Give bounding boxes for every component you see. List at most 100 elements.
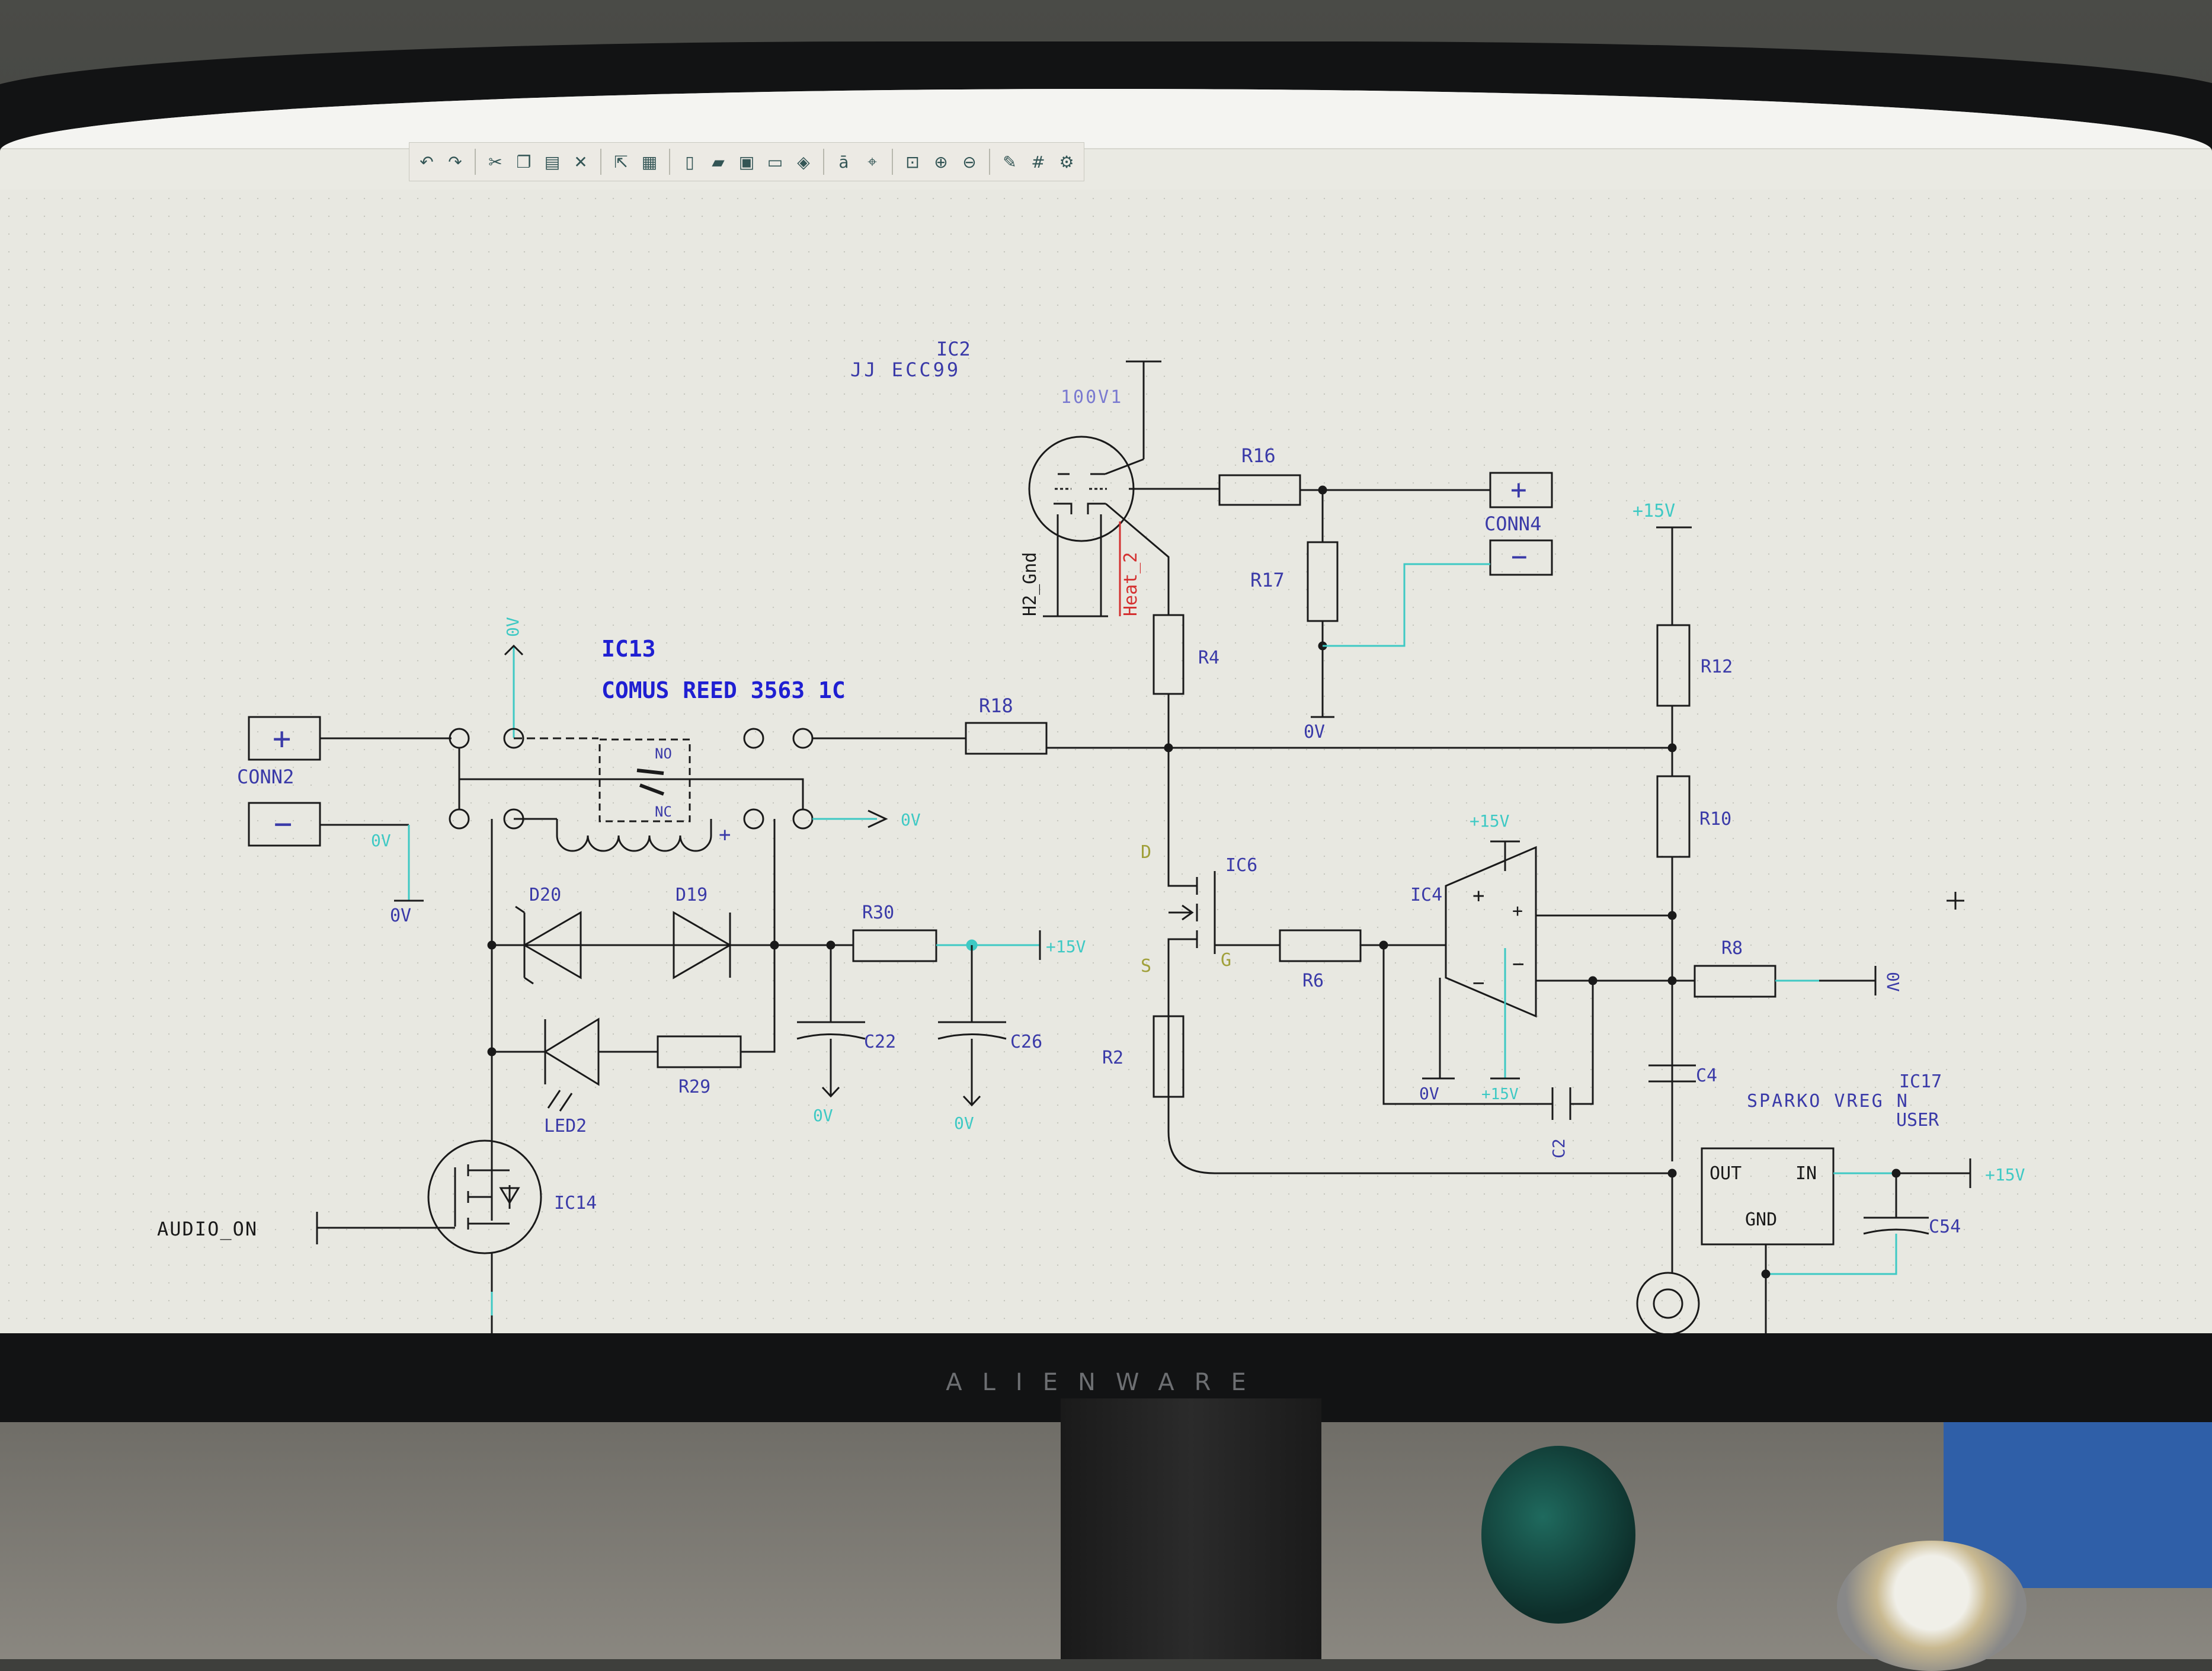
conn2-minus-sign: − [274, 806, 292, 842]
open-icon[interactable]: ▰ [712, 152, 725, 172]
label-100v1: 100V1 [1061, 387, 1123, 408]
grid-icon[interactable]: # [1031, 152, 1045, 172]
conn4-minus[interactable] [1489, 539, 1553, 576]
conn4-plus-sign: + [1510, 473, 1527, 505]
delete-icon[interactable]: ✕ [574, 152, 588, 172]
ic14-label: IC14 [554, 1193, 597, 1214]
net-c54-gnd [1766, 1234, 1897, 1275]
junction-led [487, 1047, 497, 1057]
ic17-body [1701, 1147, 1835, 1246]
triode-cathode [1054, 502, 1106, 514]
r4-body [1153, 614, 1185, 695]
zoom-out-icon[interactable]: ⊖ [962, 152, 977, 172]
d20-label: D20 [529, 885, 561, 905]
window-title: Schematic Design: Triode Luv V2 *] [5, 97, 229, 113]
snap-icon[interactable]: ⌖ [867, 152, 877, 171]
r18-label: R18 [979, 694, 1013, 717]
led2-label: LED2 [544, 1116, 587, 1137]
ic4-triangle [1445, 846, 1537, 1018]
conn2-plus-sign: + [273, 721, 291, 757]
ic6-label: IC6 [1225, 855, 1257, 876]
c2-label: C2 [1549, 1138, 1568, 1158]
ic2-value: JJ ECC99 [850, 358, 961, 381]
redo-icon[interactable]: ↷ [448, 152, 462, 172]
ic14-circle [427, 1139, 542, 1254]
r30-label: R30 [862, 902, 894, 923]
ic17-in: IN [1795, 1163, 1817, 1184]
conn4-plus[interactable] [1489, 472, 1553, 508]
new-icon[interactable]: ▯ [685, 152, 694, 172]
r8-body [1694, 965, 1776, 998]
h2gnd-label: H2_Gnd [1020, 552, 1041, 616]
monitor-stand [1061, 1398, 1321, 1659]
pin-relay-3 [743, 728, 764, 749]
r30-body [852, 929, 937, 962]
r12-body [1656, 624, 1691, 707]
r6-body [1279, 929, 1362, 962]
zoom-in-icon[interactable]: ⊕ [934, 152, 948, 172]
relay-switch-box [598, 738, 691, 822]
wire-relay-common [459, 778, 804, 809]
arrow-0v-top [504, 644, 524, 656]
c26-label: C26 [1010, 1032, 1042, 1052]
settings-icon[interactable]: ⚙ [1059, 152, 1074, 172]
r17-label: R17 [1250, 569, 1285, 591]
ic14-diode [499, 1185, 520, 1209]
junction-d20 [487, 940, 497, 950]
ic4-minus-inner: − [1512, 952, 1524, 976]
wire-cathode-r4 [1105, 502, 1170, 615]
r18-body [965, 722, 1048, 755]
ic6-drain [1167, 853, 1197, 887]
palette-icon[interactable]: ✎ [1003, 152, 1017, 172]
copy-icon[interactable]: ❐ [516, 152, 532, 172]
label-0v-conn2-net: 0V [371, 831, 391, 850]
gnd-conn2-label: 0V [390, 905, 411, 926]
label-0v-relay: 0V [901, 810, 921, 830]
d19-label: D19 [676, 885, 708, 905]
r2-label: R2 [1102, 1048, 1123, 1068]
gnd-ic4-label: 0V [1419, 1084, 1439, 1103]
spell-check-icon[interactable]: ā [838, 152, 849, 172]
ic17-ref: IC17 [1899, 1071, 1942, 1092]
toolbar: ↶ ↷ ✂ ❐ ▤ ✕ ⇱ ▦ ▯ ▰ ▣ ▭ ◈ ā ⌖ ⊡ ⊕ ⊖ ✎ # … [409, 142, 1084, 181]
desk-object-green [1481, 1446, 1635, 1624]
schematic-canvas[interactable]: IC2 JJ ECC99 100V1 R16 + CONN4 − R17 [0, 190, 2212, 1333]
cut-icon[interactable]: ✂ [488, 152, 502, 172]
c22-label: C22 [864, 1032, 896, 1052]
gnd-r17-label: 0V [1304, 722, 1325, 742]
arrow-c26 [962, 1095, 981, 1107]
conn4-label: CONN4 [1484, 513, 1541, 535]
select-icon[interactable]: ⇱ [614, 152, 628, 172]
component-icon[interactable]: ▦ [641, 152, 658, 172]
save-icon[interactable]: ▣ [738, 152, 755, 172]
ic6-d-label: D [1141, 842, 1151, 863]
output-jack-outer[interactable] [1636, 1272, 1700, 1333]
ic17-value-1: SPARKO VREG N [1747, 1091, 1909, 1112]
relay-contact [636, 769, 665, 796]
solder-spool [1837, 1541, 2027, 1671]
r12-label: R12 [1701, 657, 1733, 677]
r10-label: R10 [1699, 809, 1731, 830]
r16-label: R16 [1241, 444, 1276, 467]
c54-plates [1863, 1217, 1929, 1235]
layers-icon[interactable]: ◈ [797, 152, 810, 172]
d20-symbol [515, 905, 582, 985]
toolbar-separator [892, 149, 893, 175]
c54-label: C54 [1929, 1217, 1961, 1237]
zoom-fit-icon[interactable]: ⊡ [905, 152, 920, 172]
ic17-value-2: USER [1896, 1110, 1939, 1131]
wire-plate [1105, 458, 1144, 475]
r8-label: R8 [1721, 938, 1743, 959]
r17-body [1307, 541, 1339, 622]
r4-label: R4 [1198, 648, 1219, 668]
paste-icon[interactable]: ▤ [544, 152, 561, 172]
undo-icon[interactable]: ↶ [420, 152, 434, 172]
folder-icon[interactable]: ▭ [767, 152, 783, 172]
ic4-plus-inner: + [1512, 901, 1523, 921]
r6-label: R6 [1302, 971, 1324, 991]
ic13-value: COMUS REED 3563 1C [601, 677, 846, 703]
toolbar-separator [823, 149, 824, 175]
wire-r29-right [741, 945, 776, 1053]
c4-plates [1648, 1064, 1696, 1083]
monitor-screen: Schematic Design: Triode Luv V2 *] ↶ ↷ ✂… [0, 89, 2212, 1333]
